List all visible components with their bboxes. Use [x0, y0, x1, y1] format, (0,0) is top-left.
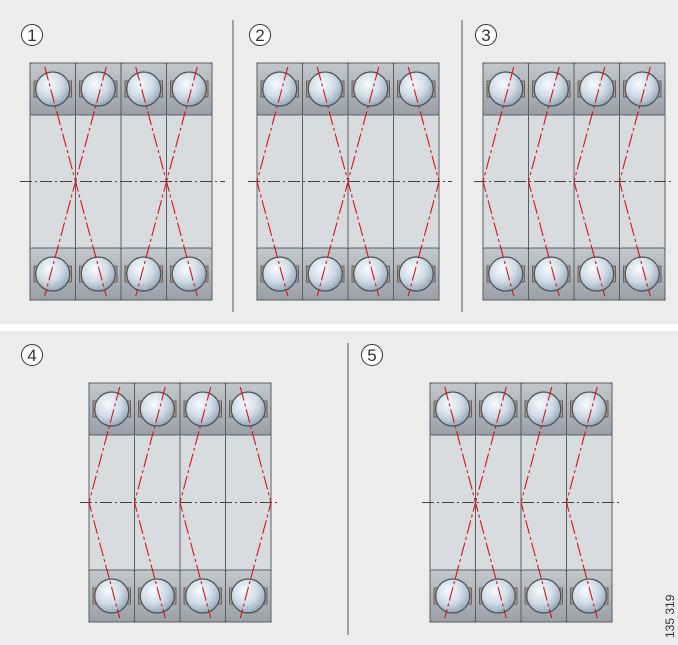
bearing-ball: [398, 256, 434, 292]
bearing-ball: [480, 391, 516, 427]
bearing-ball: [307, 256, 343, 292]
bearing-ball: [533, 256, 569, 292]
bearing-ball: [171, 256, 207, 292]
label-circle: [361, 344, 383, 366]
bearing-ball: [624, 71, 660, 107]
bearing-ball: [80, 71, 116, 107]
bearing-ball: [139, 578, 175, 614]
bearing-ball: [94, 391, 130, 427]
bearing-ball: [230, 578, 266, 614]
label-circle: [475, 24, 497, 46]
bearing-ball: [526, 578, 562, 614]
bearing-ball: [80, 256, 116, 292]
bearing-ball: [307, 71, 343, 107]
bearing-ball: [262, 71, 298, 107]
bearing-ball: [533, 71, 569, 107]
bearing-ball: [435, 391, 471, 427]
label-circle: [21, 24, 43, 46]
bearing-ball: [398, 71, 434, 107]
arrangement-label: 2: [255, 26, 264, 45]
bearing-ball: [185, 391, 221, 427]
bearing-ball: [353, 256, 389, 292]
bearing-ball: [579, 256, 615, 292]
arrangement-label: 4: [27, 346, 36, 365]
bearing-ball: [185, 578, 221, 614]
contact-angle-line: [527, 66, 560, 297]
contact-angle-line: [474, 386, 507, 619]
bearing-ball: [571, 391, 607, 427]
label-circle: [21, 344, 43, 366]
bearing-ball: [94, 578, 130, 614]
label-circle: [249, 24, 271, 46]
bearing-ball: [35, 256, 71, 292]
arrangement-4: 4: [21, 344, 280, 623]
contact-angle-line: [520, 386, 553, 619]
row-divider: [0, 324, 678, 331]
bearing-ball: [353, 71, 389, 107]
arrangement-label: 3: [481, 26, 490, 45]
arrangement-1: 1: [20, 24, 225, 301]
bearing-ball: [571, 578, 607, 614]
bearing-ball: [488, 256, 524, 292]
arrangement-2: 2: [248, 24, 452, 301]
bearing-ball: [579, 71, 615, 107]
bearing-ball: [624, 256, 660, 292]
bearing-ball: [526, 391, 562, 427]
bearing-ball: [262, 256, 298, 292]
figure-code: 135 319: [663, 594, 677, 638]
bearing-ball: [480, 578, 516, 614]
bearing-ball: [35, 71, 71, 107]
arrangement-label: 5: [367, 346, 376, 365]
arrangement-3: 3: [474, 24, 672, 301]
arrangement-label: 1: [27, 26, 36, 45]
arrangement-5: 5: [361, 344, 620, 623]
bearing-ball: [126, 71, 162, 107]
bearing-ball: [435, 578, 471, 614]
bearing-ball: [230, 391, 266, 427]
bearing-ball: [139, 391, 175, 427]
bearing-ball: [171, 71, 207, 107]
bearing-ball: [488, 71, 524, 107]
contact-angle-line: [133, 386, 166, 619]
bearing-ball: [126, 256, 162, 292]
